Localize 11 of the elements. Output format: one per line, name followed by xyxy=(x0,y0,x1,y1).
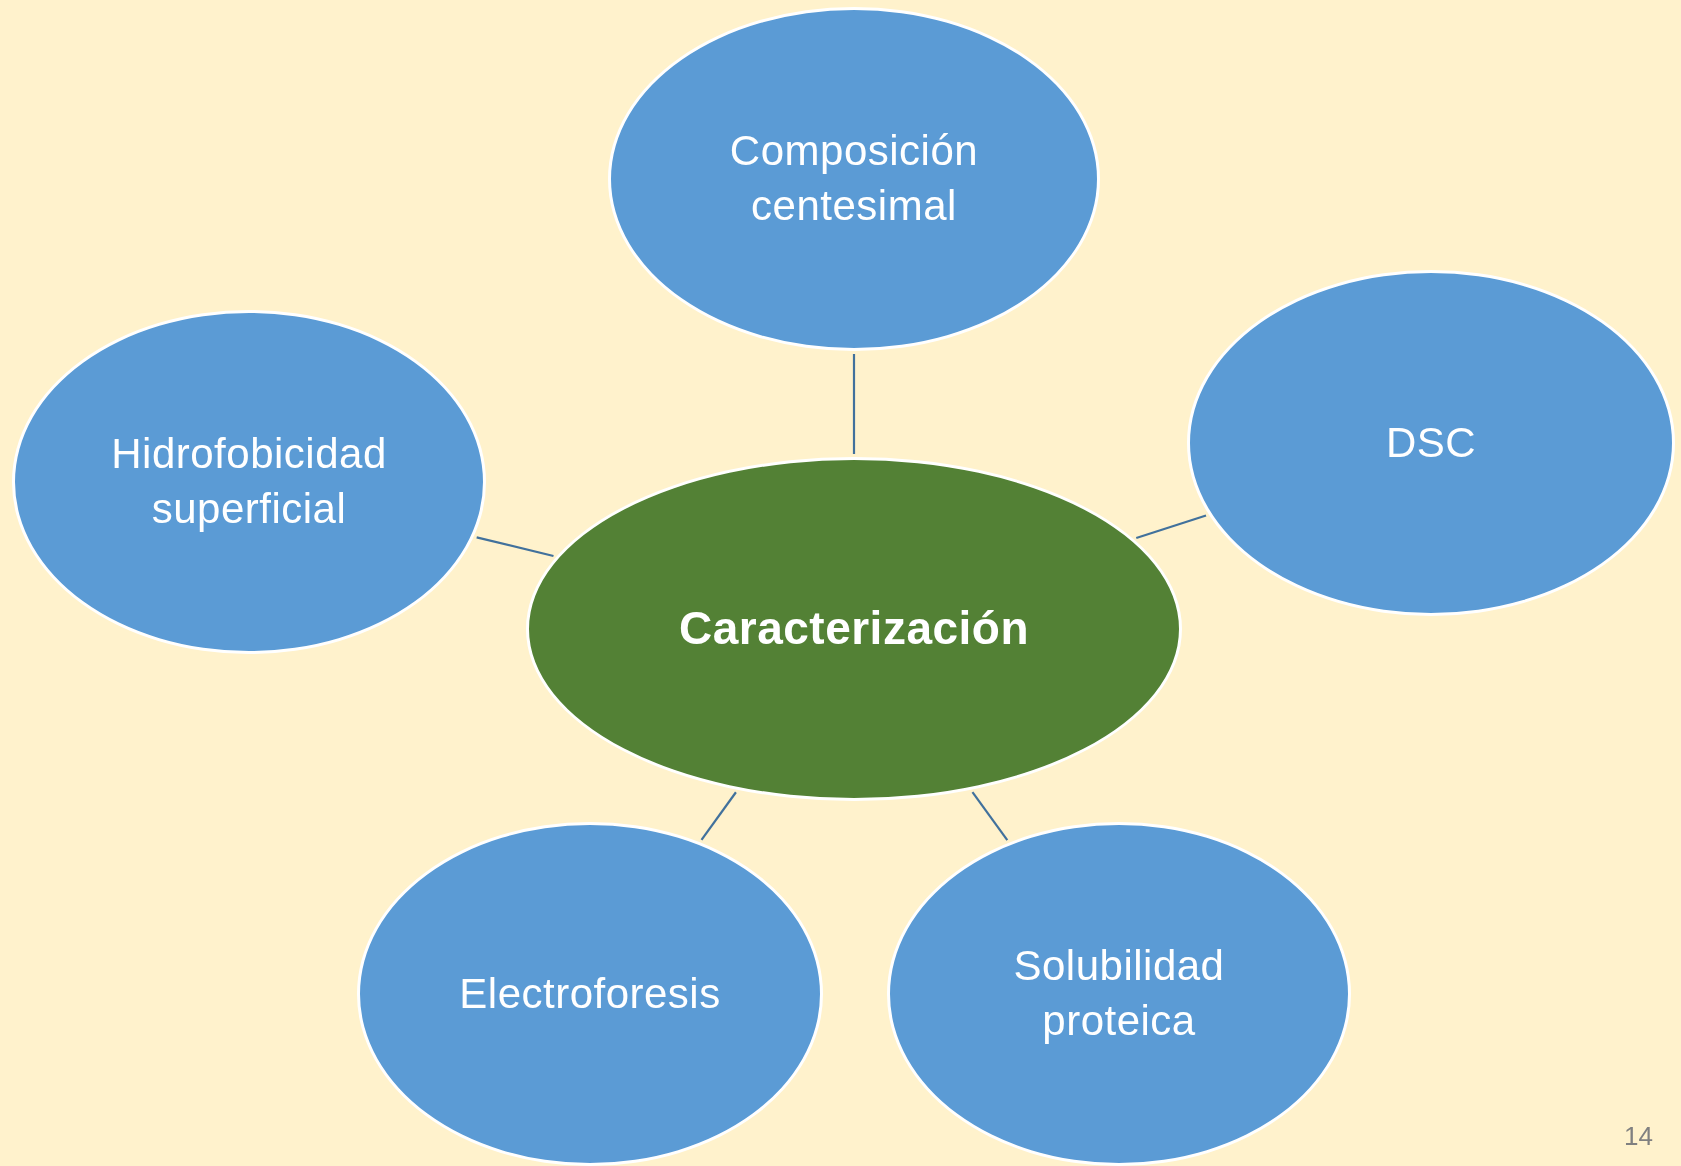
central-label: Caracterización xyxy=(678,601,1030,657)
topic-label: Hidrofobicidad superficial xyxy=(110,429,388,534)
connector-line xyxy=(476,536,554,558)
connector-line xyxy=(700,791,737,841)
topic-label: DSC xyxy=(1385,417,1477,468)
connector-line xyxy=(852,354,856,454)
topic-label: Composición centesimal xyxy=(728,126,980,231)
page-number: 14 xyxy=(1624,1121,1653,1152)
connector-line xyxy=(971,791,1009,841)
topic-label: Solubilidad proteica xyxy=(1012,941,1226,1046)
topic-label: Electroforesis xyxy=(459,968,721,1019)
